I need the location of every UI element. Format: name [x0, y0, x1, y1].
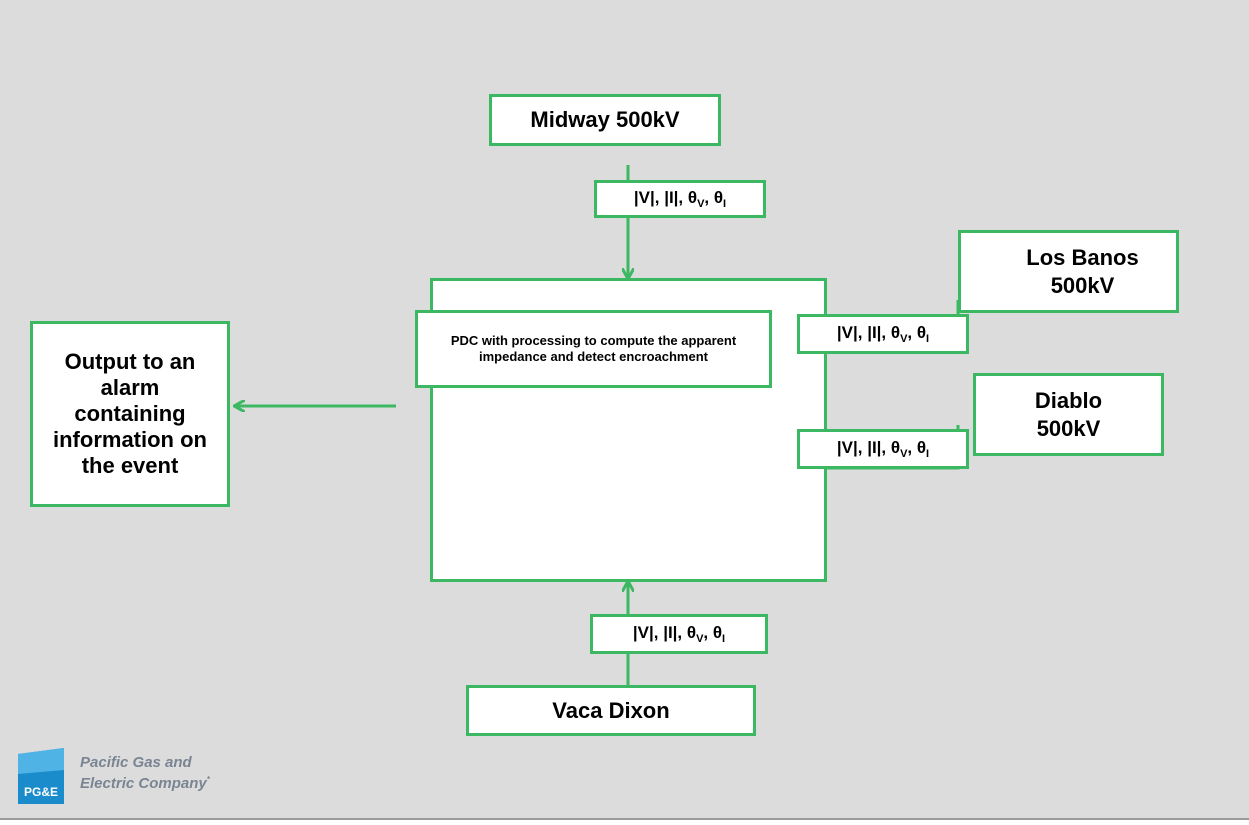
los-banos-label: Los Banos	[1026, 244, 1139, 270]
los-banos-station-box: Los Banos 500kV	[958, 230, 1179, 313]
diablo-label: Diablo	[1034, 387, 1103, 413]
vaca-dixon-measurement-box: |V|, |I|, θV, θI	[590, 614, 768, 654]
midway-station-box: Midway 500kV	[489, 94, 721, 146]
measurement-label: |V|, |I|, θV, θI	[632, 623, 726, 645]
diablo-station-box: Diablo 500kV	[973, 373, 1164, 456]
midway-label: Midway 500kV	[530, 107, 680, 132]
los-banos-voltage: 500kV	[1050, 272, 1115, 298]
diablo-voltage: 500kV	[1036, 415, 1101, 441]
vaca-dixon-station-box: Vaca Dixon	[466, 685, 756, 736]
pdc-text-box: PDC with processing to compute the appar…	[415, 310, 772, 388]
company-name: Pacific Gas and Electric Company*	[80, 754, 210, 792]
vaca-dixon-label: Vaca Dixon	[552, 697, 670, 723]
los-banos-measurement-box: |V|, |I|, θV, θI	[797, 314, 969, 354]
measurement-label: |V|, |I|, θV, θI	[836, 323, 930, 345]
output-description: Output to an alarm containing informatio…	[53, 349, 207, 478]
svg-text:PG&E: PG&E	[24, 785, 58, 799]
pdc-description: PDC with processing to compute the appar…	[450, 333, 737, 364]
company-name-line2: Electric Company*	[80, 775, 210, 792]
output-alarm-box: Output to an alarm containing informatio…	[30, 321, 230, 507]
company-name-line1: Pacific Gas and	[80, 754, 192, 771]
measurement-label: |V|, |I|, θV, θI	[836, 438, 930, 460]
measurement-label: |V|, |I|, θV, θI	[633, 188, 727, 210]
pge-logo-icon: PG&E	[18, 748, 64, 804]
diablo-measurement-box: |V|, |I|, θV, θI	[797, 429, 969, 469]
midway-measurement-box: |V|, |I|, θV, θI	[594, 180, 766, 218]
